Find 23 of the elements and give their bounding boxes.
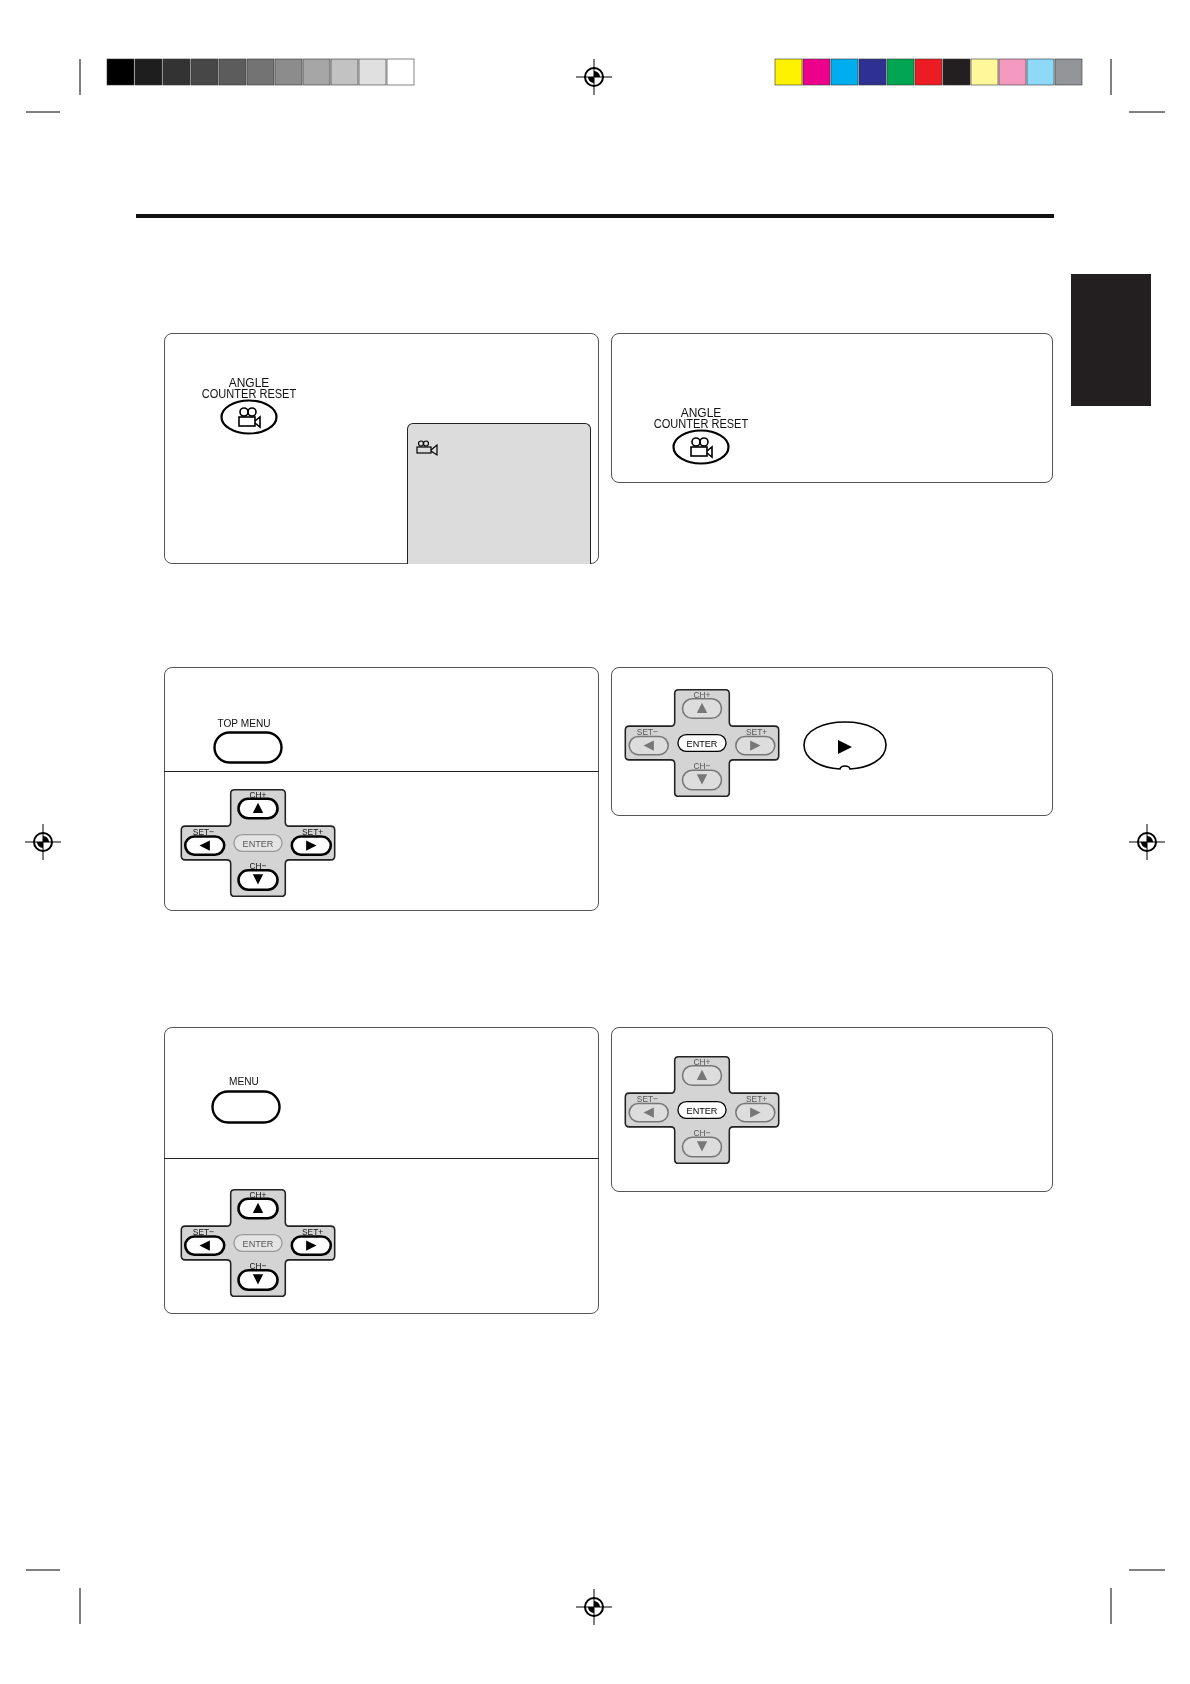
button-label: SET− — [636, 727, 658, 737]
button-label: SET− — [192, 1227, 214, 1237]
button-label: SET+ — [302, 827, 324, 837]
button-label: SET− — [192, 827, 214, 837]
button-label: ANGLE — [680, 406, 722, 419]
button-label: CH+ — [693, 1056, 711, 1066]
button-label: ANGLE — [228, 376, 270, 389]
section-tab — [1071, 274, 1151, 406]
button-label: CH+ — [693, 689, 711, 699]
button-label: SET+ — [746, 727, 768, 737]
button-label: CH+ — [249, 1189, 267, 1199]
button-label: TOP MENU — [217, 718, 271, 729]
button-label: SET+ — [746, 1094, 768, 1104]
button-label: CH− — [249, 1261, 267, 1271]
button-label: COUNTER RESET — [653, 418, 749, 430]
button-label: COUNTER RESET — [201, 388, 297, 400]
button-label: SET− — [636, 1094, 658, 1104]
button-label: CH− — [693, 1128, 711, 1138]
button-label: CH+ — [249, 789, 267, 799]
button-label: CH− — [249, 861, 267, 871]
button-label: MENU — [229, 1076, 259, 1087]
button-label: SET+ — [302, 1227, 324, 1237]
button-label: CH− — [693, 761, 711, 771]
